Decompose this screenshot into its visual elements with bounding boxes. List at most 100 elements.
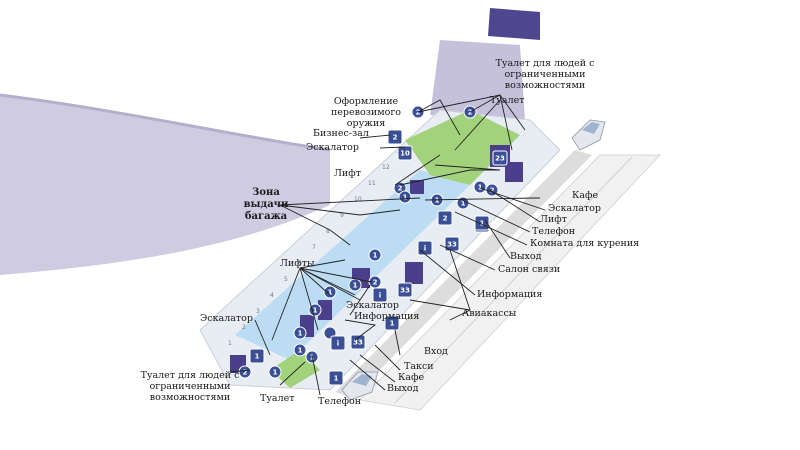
escalator-badge: 2 (387, 129, 403, 145)
badge-33: 33 (444, 236, 460, 252)
badge-text: 1 (480, 220, 485, 228)
label-lifts: Лифты (280, 258, 315, 269)
belt-number: 12 (382, 164, 390, 171)
badge-text: i (424, 245, 426, 253)
exit-badge: 1 (328, 370, 344, 386)
label-escalator-top: Эскалатор (306, 142, 359, 153)
badge-text: 1 (334, 375, 339, 383)
label-lift-top: Лифт (334, 168, 361, 179)
label-phone-bottom: Телефон (318, 396, 362, 407)
badge-text: 33 (400, 287, 410, 295)
leader-lines (229, 94, 546, 396)
info-badge: i (372, 287, 388, 303)
badge-33: 33 (350, 334, 366, 350)
lift-badge: 1 (293, 326, 307, 340)
label-info-right: Информация (477, 289, 543, 300)
badge-text: 2 (243, 369, 248, 377)
toilet-badge: 1 (268, 365, 282, 379)
label-accessible-wc-bottom: Туалет для людей с ограниченными возможн… (140, 370, 240, 403)
baggage-hall-zone (235, 170, 470, 360)
badge-text: 2 (398, 185, 403, 193)
label-smoking: Комната для курения (530, 238, 640, 249)
lift-badge: 1 (348, 278, 362, 292)
badge-business: 10 (397, 145, 413, 161)
belt-number: 5 (284, 276, 288, 283)
business-zone (405, 110, 520, 185)
badge-23: 23 (492, 150, 508, 166)
badge-text: 1 (461, 200, 466, 208)
info-badge: i (417, 240, 433, 256)
label-tickets: Авиакассы (462, 308, 517, 319)
car-icon (571, 119, 606, 151)
badge-2: 2 (238, 365, 252, 379)
badge-text: 1 (313, 307, 318, 315)
label-escalator-right: Эскалатор (548, 203, 601, 214)
badge-text: 2 (373, 279, 378, 287)
cafe-badge: 1 (293, 343, 307, 357)
badge-text: 33 (353, 339, 363, 347)
label-weapons: Оформление перевозимого оружия (330, 96, 402, 129)
badge-text: 1 (403, 194, 408, 202)
label-escalator-left: Эскалатор (200, 313, 253, 324)
label-business: Бизнес-зал (313, 128, 369, 139)
escalator-badge: 1 (249, 348, 265, 364)
lift-badge: 1 (368, 248, 382, 262)
label-info-mid: Информация (354, 311, 420, 322)
badge-text: 23 (495, 155, 505, 163)
belt-number: 10 (354, 196, 362, 203)
label-comm: Салон связи (498, 264, 561, 275)
badge-text: 1 (273, 369, 278, 377)
belt-number: 8 (326, 228, 330, 235)
lift-badge: 1 (323, 285, 337, 299)
road (358, 154, 662, 411)
belt-number: 7 (312, 244, 316, 251)
badge-text: 1 (328, 289, 333, 297)
terminal-roof-edge (0, 93, 331, 152)
label-entrance: Вход (424, 346, 448, 357)
badge-text: 1 (390, 320, 395, 328)
escalator-badge: 1 (398, 190, 412, 204)
label-escalator-mid: Эскалатор (346, 300, 399, 311)
terminal-roof-top (488, 8, 540, 40)
terminal-roof (0, 95, 330, 275)
belt-number: 9 (340, 212, 344, 219)
badge-text: 1 (298, 347, 303, 355)
badge-text: 1 (298, 330, 303, 338)
belt-number: 11 (368, 180, 376, 187)
belt-number: 2 (242, 324, 246, 331)
badge-text: 10 (400, 150, 410, 158)
badge-text: 2 (393, 134, 398, 142)
badge-smoking: 2 (437, 210, 453, 226)
label-phone-right: Телефон (532, 226, 576, 237)
label-baggage-zone: Зона выдачи багажа (243, 187, 289, 222)
label-cafe-right: Кафе (572, 190, 599, 201)
label-wc-top: Туалет (490, 95, 525, 106)
badge-text: 1 (478, 184, 483, 192)
badge-text: 1 (255, 353, 260, 361)
label-wc-bottom: Туалет (260, 393, 295, 404)
badge-text: 2 (490, 187, 495, 195)
badge-text: 1 (353, 282, 358, 290)
kerb-lane (335, 150, 592, 398)
badge-text: 33 (447, 241, 457, 249)
belt-number: 3 (256, 308, 260, 315)
badge-text: 1 (373, 252, 378, 260)
label-lift-right: Лифт (540, 214, 567, 225)
label-cafe-bottom: Кафе (398, 372, 425, 383)
badge-text: 1 (435, 197, 440, 205)
belt-number: 4 (270, 292, 274, 299)
badge-text: 2 (416, 109, 421, 117)
entrance-badge: 1 (384, 315, 400, 331)
badge-text: 2 (468, 109, 473, 117)
badge-33: 33 (397, 282, 413, 298)
exit-badge: 1 (474, 215, 490, 231)
road-line (394, 156, 633, 404)
label-accessible-wc-top: Туалет для людей с ограниченными возможн… (495, 58, 595, 91)
badge-text: 2 (443, 215, 448, 223)
info-badge: i (330, 335, 346, 351)
label-exit-bottom: Выход (387, 383, 419, 394)
badge-text: i (379, 292, 381, 300)
belt-number: 6 (298, 260, 302, 267)
lift-badge: 1 (308, 303, 322, 317)
